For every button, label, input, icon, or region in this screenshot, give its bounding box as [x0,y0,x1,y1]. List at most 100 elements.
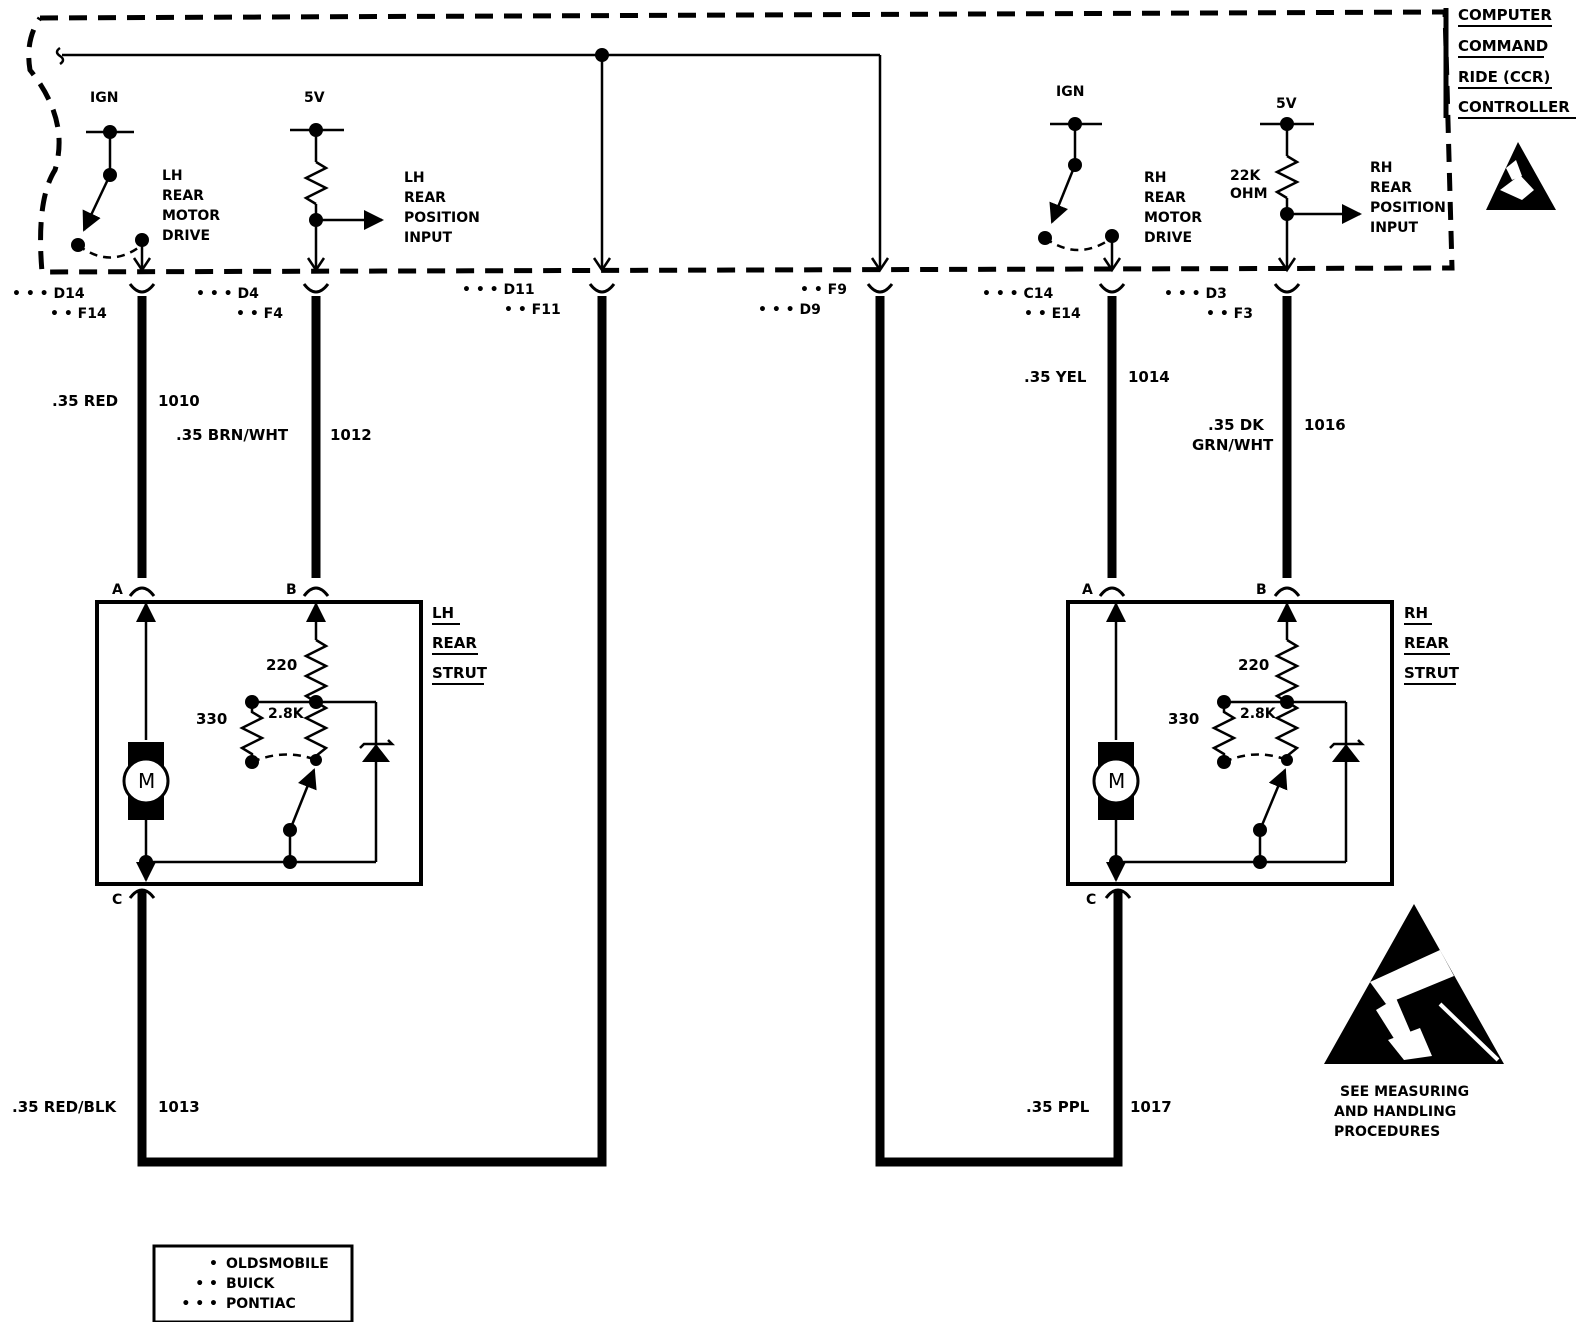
lh-position-junction [309,213,323,227]
rh-motor-drive-label: RH REAR MOTOR DRIVE [1144,170,1202,246]
lh-ign-terminal [103,125,117,139]
rh-position-pullup [1260,122,1362,273]
lh-r330-label: 330 [196,710,227,728]
lh-strut-label-2: REAR [432,634,477,652]
rh-switch-contact-2 [1105,229,1119,243]
rh-position-input-line-2: REAR [1370,180,1412,196]
wire-1013-circuit: 1013 [158,1098,200,1116]
lh-motor-drive-switch [77,130,152,273]
rh-ign-label: IGN [1056,84,1084,100]
rh-position-input-label: RH REAR POSITION INPUT [1370,160,1446,236]
controller-title: COMPUTER COMMAND RIDE (CCR) CONTROLLER [1443,6,1576,119]
lh-terminal-a: A [112,582,123,598]
pin-lh-ret-1: • • • D11 [462,282,535,298]
harness-wires [137,296,1292,1167]
rh-5v-terminal [1280,117,1294,131]
lh-rear-strut: A B C M [95,582,488,908]
rh-rear-strut: A B C M 220 330 [1066,582,1460,908]
lh-position-input-line-2: REAR [404,190,446,206]
lh-motor-symbol: M [138,769,155,793]
wire-1017-color: .35 PPL [1026,1098,1090,1116]
rh-motor-drive-line-2: REAR [1144,190,1186,206]
wire-1010-color: .35 RED [52,392,118,410]
lh-position-input-line-4: INPUT [404,230,453,246]
lh-r28k-label: 2.8K [268,706,305,722]
rh-5v-label: 5V [1276,96,1297,112]
pin-rh-pos-2: • • F3 [1206,306,1253,322]
wire-1012-color: .35 BRN/WHT [176,426,289,444]
rh-ign-terminal [1068,117,1082,131]
rh-pullup-resistor-unit: OHM [1230,186,1268,202]
esd-note-line-2: AND HANDLING [1334,1104,1456,1120]
pin-lh-pos-1: • • • D4 [196,286,259,302]
rh-motor-drive-line-4: DRIVE [1144,230,1192,246]
lh-motor-drive-line-1: LH [162,168,183,184]
rh-switch-contact [1038,231,1052,245]
pin-lh-ret-2: • • F11 [504,302,561,318]
lh-terminal-c: C [112,892,122,908]
lh-5v-terminal [309,123,323,137]
controller-title-line-2: COMMAND [1458,37,1548,55]
bus-junction-dot [595,48,609,62]
pin-rh-ret-1: • • F9 [800,282,847,298]
pin-lh-drive-1: • • • D14 [12,286,85,302]
controller-connector-cups [128,283,1301,294]
legend-marks-pontiac: • • • [181,1296,218,1312]
rh-motor-drive-switch [1044,122,1122,273]
controller-title-line-3: RIDE (CCR) [1458,68,1550,86]
lh-motor-drive-line-3: MOTOR [162,208,220,224]
lh-strut-label-1: LH [432,604,454,622]
controller-title-line-1: COMPUTER [1458,6,1552,24]
wire-1017-circuit: 1017 [1130,1098,1172,1116]
legend-marks-oldsmobile: • [209,1256,218,1272]
rh-terminal-a: A [1082,582,1093,598]
pin-labels: • • • D14 • • F14 • • • D4 • • F4 • • • … [12,282,1253,322]
pin-rh-ret-2: • • • D9 [758,302,821,318]
wire-1016-color-2: GRN/WHT [1192,436,1274,454]
lh-terminal-b: B [286,582,297,598]
legend-pontiac: PONTIAC [226,1296,296,1312]
legend-buick: BUICK [226,1276,276,1292]
lh-position-input-label: LH REAR POSITION INPUT [404,170,480,246]
rh-position-input-line-1: RH [1370,160,1393,176]
esd-note: SEE MEASURING AND HANDLING PROCEDURES [1334,1084,1469,1140]
rh-strut-label-3: STRUT [1404,664,1460,682]
pin-rh-pos-1: • • • D3 [1164,286,1227,302]
pin-rh-drive-2: • • E14 [1024,306,1081,322]
controller-title-line-4: CONTROLLER [1458,98,1570,116]
legend-marks-buick: • • [195,1276,218,1292]
lh-motor-drive-label: LH REAR MOTOR DRIVE [162,168,220,244]
lh-r220-label: 220 [266,656,297,674]
rh-terminal-b: B [1256,582,1267,598]
rh-position-junction [1280,207,1294,221]
rh-switch-pivot [1068,158,1082,172]
rh-position-input-line-3: POSITION [1370,200,1446,216]
lh-position-input-line-1: LH [404,170,425,186]
legend-oldsmobile: OLDSMOBILE [226,1256,329,1272]
wire-1013-color: .35 RED/BLK [12,1098,118,1116]
lh-switch-contact-2 [135,233,149,247]
wire-1012-circuit: 1012 [330,426,372,444]
lh-strut-label-3: STRUT [432,664,488,682]
esd-note-line-3: PROCEDURES [1334,1124,1440,1140]
esd-warning-small-icon [1486,142,1556,210]
wire-1010-circuit: 1010 [158,392,200,410]
pin-lh-drive-2: • • F14 [50,306,107,322]
rh-r28k-label: 2.8K [1240,706,1277,722]
wire-1016-circuit: 1016 [1304,416,1346,434]
legend-box: • OLDSMOBILE • • BUICK • • • PONTIAC [152,1244,354,1322]
wire-1013 [137,296,607,1167]
lh-position-input-line-3: POSITION [404,210,480,226]
rh-terminal-c: C [1086,892,1096,908]
wire-labels: .35 RED 1010 .35 BRN/WHT 1012 .35 YEL 10… [12,368,1346,1116]
lh-switch-pivot [103,168,117,182]
rh-pullup-resistor-label: 22K OHM [1230,168,1268,202]
rh-motor-drive-line-3: MOTOR [1144,210,1202,226]
pin-lh-pos-2: • • F4 [236,306,283,322]
controller-boundary [26,9,1455,275]
rh-r330-label: 330 [1168,710,1199,728]
pin-rh-drive-1: • • • C14 [982,286,1053,302]
rh-strut-label-1: RH [1404,604,1428,622]
rh-r220-label: 220 [1238,656,1269,674]
